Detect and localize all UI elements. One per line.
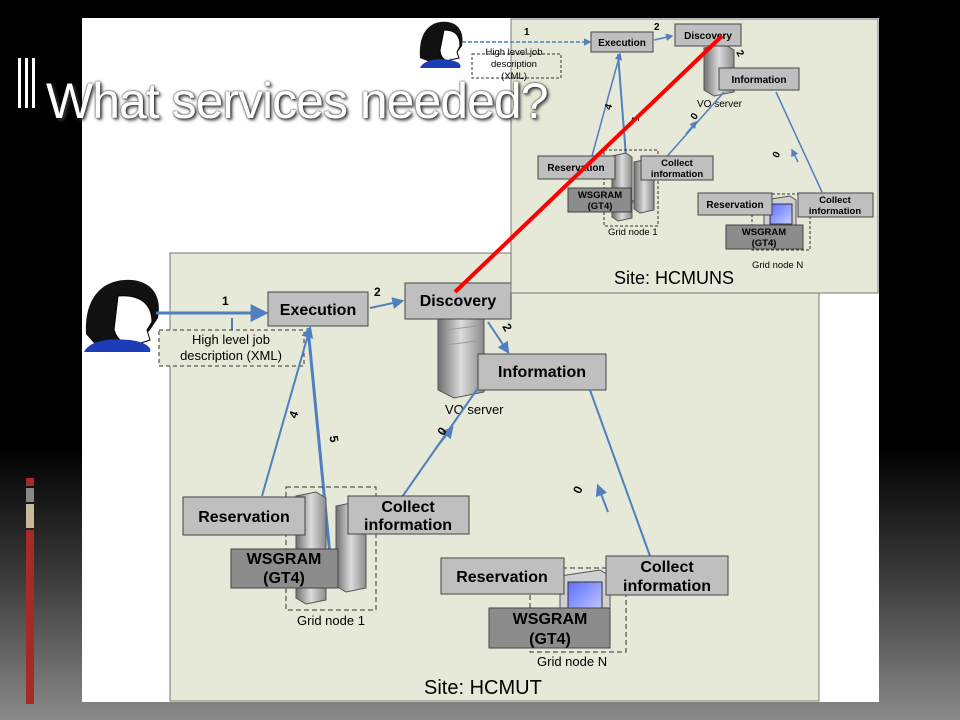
svg-text:(GT4): (GT4) bbox=[588, 201, 613, 212]
svg-text:Grid node N: Grid node N bbox=[537, 654, 607, 669]
site-hcmut: Site: HCMUT 1 High level job description… bbox=[84, 252, 820, 702]
svg-text:0: 0 bbox=[771, 150, 784, 160]
svg-text:High level job: High level job bbox=[192, 332, 270, 347]
site-hcmuns: Site: HCMUNS 1 High level job descriptio… bbox=[419, 18, 879, 294]
svg-text:(XML): (XML) bbox=[501, 71, 527, 82]
svg-text:0: 0 bbox=[689, 111, 701, 122]
svg-text:4: 4 bbox=[603, 102, 615, 111]
small-user-icon bbox=[419, 21, 463, 68]
small-grid-node-n: Reservation Collect information WSGRAM (… bbox=[697, 192, 874, 271]
execution-box: Execution bbox=[267, 291, 369, 327]
svg-text:Grid node 1: Grid node 1 bbox=[608, 227, 658, 238]
grid-node-n: Reservation Collect information WSGRAM (… bbox=[440, 555, 729, 669]
svg-text:4: 4 bbox=[286, 409, 302, 420]
svg-text:5: 5 bbox=[326, 434, 341, 443]
step-1-label: 1 bbox=[222, 294, 229, 308]
svg-text:(GT4): (GT4) bbox=[752, 238, 777, 249]
svg-text:Reservation: Reservation bbox=[706, 200, 763, 211]
svg-text:2: 2 bbox=[654, 22, 660, 33]
svg-text:information: information bbox=[809, 206, 861, 217]
vo-server-label: VO server bbox=[445, 402, 504, 417]
svg-text:information: information bbox=[364, 517, 452, 534]
svg-text:Collect: Collect bbox=[819, 195, 852, 206]
small-job-description-box: High level job description (XML) bbox=[471, 47, 562, 82]
svg-text:Execution: Execution bbox=[280, 302, 356, 319]
site-hcmut-label: Site: HCMUT bbox=[424, 677, 542, 699]
grid-node-1: Reservation Collect information WSGRAM (… bbox=[182, 486, 470, 628]
svg-text:WSGRAM: WSGRAM bbox=[578, 190, 622, 201]
information-box: Information bbox=[477, 353, 607, 391]
svg-text:(GT4): (GT4) bbox=[263, 570, 305, 587]
svg-text:Information: Information bbox=[498, 364, 586, 381]
user-icon bbox=[84, 279, 159, 352]
site-hcmuns-label: Site: HCMUNS bbox=[614, 268, 734, 288]
svg-text:WSGRAM: WSGRAM bbox=[513, 611, 588, 628]
svg-text:(GT4): (GT4) bbox=[529, 631, 571, 648]
svg-text:information: information bbox=[651, 169, 703, 180]
svg-text:information: information bbox=[623, 578, 711, 595]
svg-text:Collect: Collect bbox=[640, 559, 694, 576]
job-description-box: High level job description (XML) bbox=[158, 329, 305, 367]
svg-text:Reservation: Reservation bbox=[547, 163, 604, 174]
svg-text:Grid node 1: Grid node 1 bbox=[297, 613, 365, 628]
svg-text:description (XML): description (XML) bbox=[180, 348, 282, 363]
svg-text:WSGRAM: WSGRAM bbox=[742, 227, 786, 238]
svg-text:Reservation: Reservation bbox=[198, 509, 290, 526]
small-grid-node-1: Reservation Collect information WSGRAM (… bbox=[537, 149, 714, 238]
slide-title: What services needed? bbox=[46, 73, 549, 129]
svg-text:Reservation: Reservation bbox=[456, 569, 548, 586]
title-accent-mark bbox=[18, 58, 42, 108]
decorative-side-bars bbox=[26, 478, 34, 704]
svg-text:Discovery: Discovery bbox=[684, 31, 732, 42]
svg-text:High level job: High level job bbox=[485, 47, 542, 58]
svg-text:1: 1 bbox=[524, 27, 530, 38]
vo-server-icon bbox=[437, 309, 485, 399]
svg-text:VO server: VO server bbox=[697, 99, 743, 110]
svg-text:Information: Information bbox=[732, 75, 787, 86]
svg-text:WSGRAM: WSGRAM bbox=[247, 551, 322, 568]
svg-text:Discovery: Discovery bbox=[420, 293, 497, 310]
svg-text:Collect: Collect bbox=[661, 158, 694, 169]
svg-text:Collect: Collect bbox=[381, 499, 435, 516]
svg-text:Execution: Execution bbox=[598, 38, 646, 49]
svg-text:Grid node N: Grid node N bbox=[752, 260, 803, 271]
step-2-label: 2 bbox=[374, 285, 381, 299]
svg-text:description: description bbox=[491, 59, 537, 70]
svg-text:2: 2 bbox=[733, 49, 746, 60]
discovery-link-line bbox=[453, 34, 724, 294]
